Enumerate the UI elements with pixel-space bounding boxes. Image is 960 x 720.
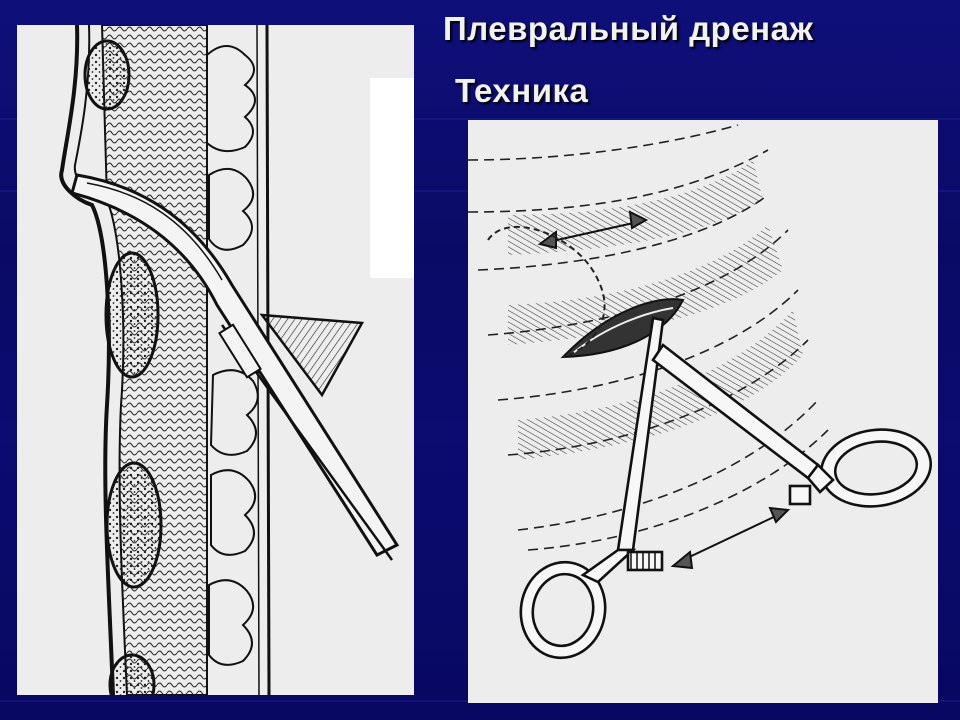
chest-wall-cross-section-icon	[59, 25, 400, 695]
slide-title: Плевральный дренаж	[443, 10, 814, 47]
white-strip	[370, 78, 414, 278]
chest-wall-illustration	[17, 25, 414, 695]
hemostat-illustration	[468, 120, 938, 703]
hemostat-clamp-icon	[468, 124, 933, 660]
slide-subtitle: Техника	[455, 72, 589, 109]
